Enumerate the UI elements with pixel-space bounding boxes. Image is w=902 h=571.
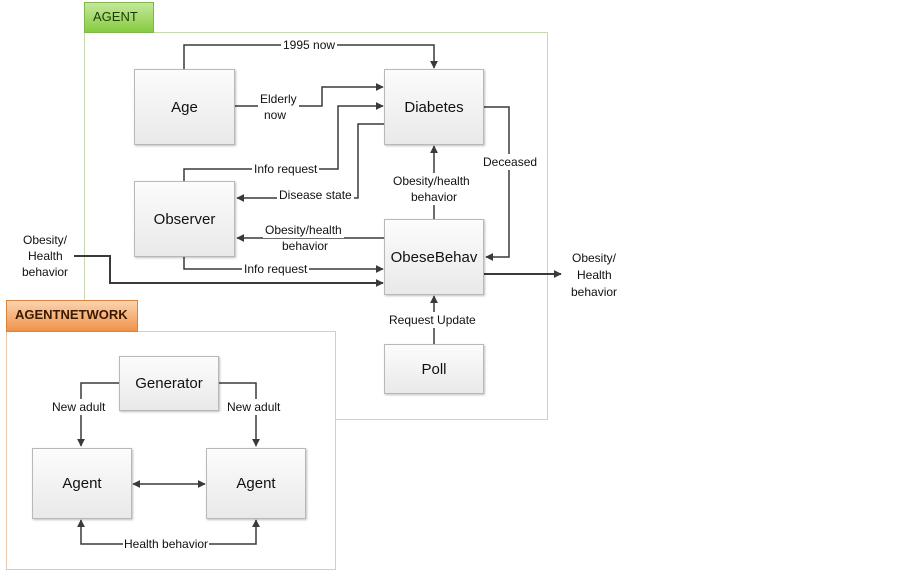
- edge-label-obesity-left-1: Obesity/health: [263, 222, 344, 238]
- edge-label-elderly-now: now: [264, 108, 287, 122]
- edge-label-elderly: Elderly: [258, 91, 299, 107]
- node-obesebehav-label: ObeseBehav: [390, 248, 478, 266]
- node-diabetes[interactable]: Diabetes: [384, 69, 484, 145]
- node-age-label: Age: [171, 98, 198, 116]
- node-observer-label: Observer: [153, 210, 216, 228]
- edge-label-new-adult-left: New adult: [52, 399, 106, 415]
- edge-label-1995-now: 1995 now: [281, 37, 338, 53]
- node-diabetes-label: Diabetes: [404, 98, 464, 116]
- edge-label-request-update: Request Update: [388, 312, 477, 328]
- edge-label-external-out-1: Obesity/: [572, 251, 617, 265]
- node-obesebehav[interactable]: ObeseBehav: [384, 219, 484, 295]
- node-agent-left[interactable]: Agent: [32, 448, 132, 519]
- edge-label-external-in-1: Obesity/: [23, 233, 68, 247]
- node-agent-left-label: Agent: [62, 475, 102, 492]
- node-generator-label: Generator: [135, 375, 203, 392]
- node-generator[interactable]: Generator: [119, 356, 219, 411]
- edge-label-info-request-top: Info request: [252, 161, 320, 177]
- edge-label-external-out-2: Health: [577, 268, 612, 282]
- edge-observer-diabetes-info: [183, 102, 384, 181]
- edge-diabetes-obesebehav-deceased: [484, 106, 510, 261]
- edge-label-obesity-left-2: behavior: [282, 239, 329, 253]
- edge-label-obesity-up-1: Obesity/health: [391, 173, 472, 189]
- edge-label-deceased: Deceased: [481, 154, 540, 170]
- node-agent-right[interactable]: Agent: [206, 448, 306, 519]
- agent-network-panel-title: AGENTNETWORK: [6, 300, 138, 332]
- node-poll[interactable]: Poll: [384, 344, 484, 394]
- edge-label-external-in-2: Health: [28, 249, 63, 263]
- edge-label-disease-state: Disease state: [277, 187, 354, 203]
- node-age[interactable]: Age: [134, 69, 235, 145]
- edge-label-info-request-bottom: Info request: [242, 261, 310, 277]
- edge-label-obesity-up-2: behavior: [409, 189, 460, 205]
- edge-label-new-adult-right: New adult: [227, 399, 281, 415]
- node-poll-label: Poll: [421, 360, 447, 378]
- edge-external-obesebehav: [74, 255, 384, 287]
- edge-label-health-behavior: Health behavior: [123, 536, 210, 552]
- edge-generator-agent-left: [77, 382, 120, 447]
- node-agent-right-label: Agent: [236, 475, 276, 492]
- edge-label-external-out-3: behavior: [571, 285, 618, 299]
- edge-label-external-in-3: behavior: [22, 265, 69, 279]
- node-observer[interactable]: Observer: [134, 181, 235, 257]
- edge-observer-obesebehav-info: [183, 257, 384, 273]
- edge-generator-agent-right: [218, 382, 260, 447]
- agent-panel-title: AGENT: [84, 2, 154, 33]
